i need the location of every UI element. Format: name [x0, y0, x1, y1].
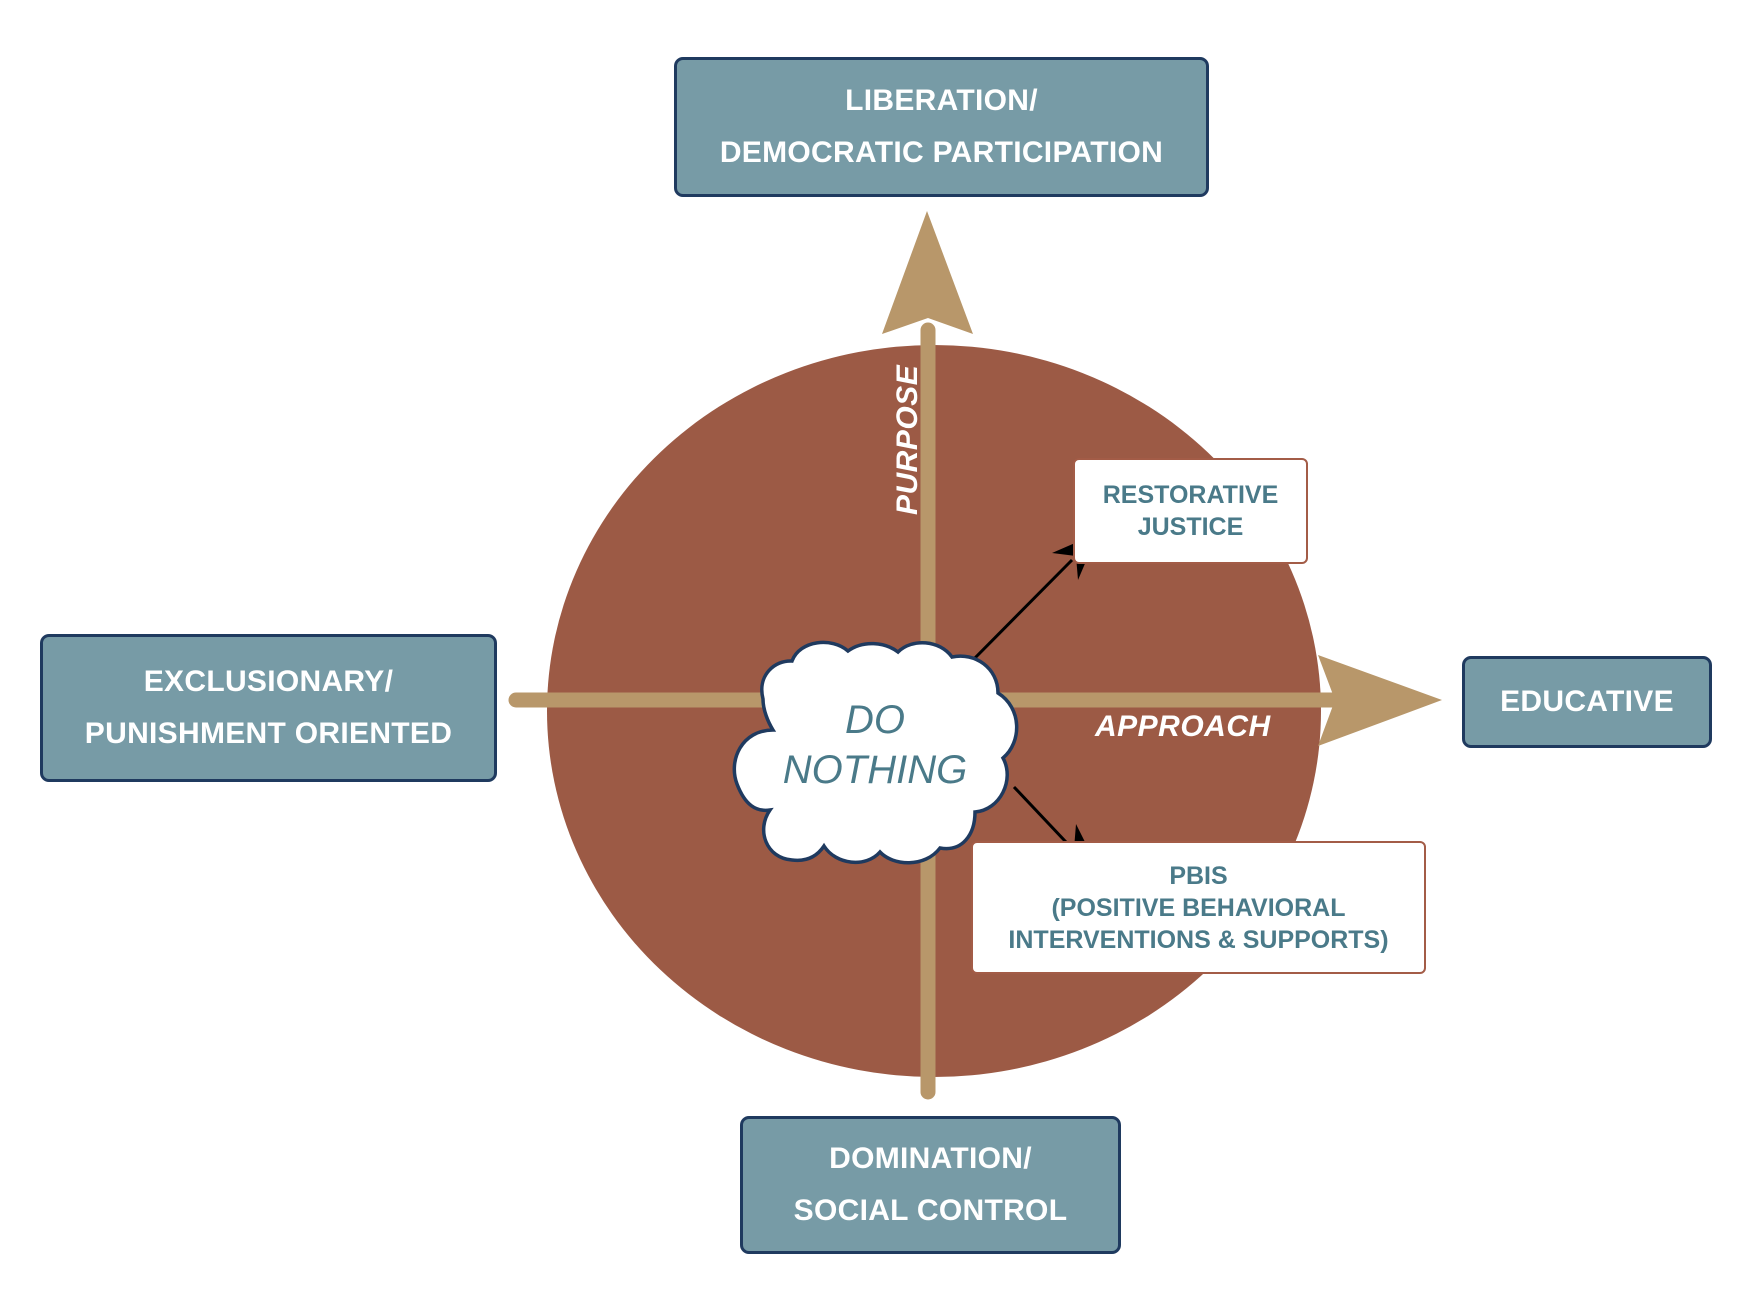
pole-right-line-1: EDUCATIVE	[1500, 685, 1674, 718]
do-nothing-cloud	[732, 640, 1019, 865]
do-nothing-line-2: NOTHING	[782, 748, 968, 792]
restorative-justice-box: RESTORATIVE JUSTICE	[1073, 458, 1308, 564]
pole-bottom-line-2: SOCIAL CONTROL	[793, 1194, 1068, 1227]
pole-left-line-1: EXCLUSIONARY/	[143, 665, 394, 698]
restorative-line-1: RESTORATIVE	[1102, 481, 1279, 509]
approach-axis-arrowhead	[1318, 655, 1442, 746]
pole-box-right: EDUCATIVE	[1462, 656, 1712, 748]
pole-box-top: LIBERATION/ DEMOCRATIC PARTICIPATION	[674, 57, 1209, 197]
pbis-line-3: INTERVENTIONS & SUPPORTS)	[1008, 925, 1389, 954]
pole-bottom-line-1: DOMINATION/	[829, 1142, 1032, 1175]
pole-box-bottom: DOMINATION/ SOCIAL CONTROL	[740, 1116, 1121, 1254]
do-nothing-label: DO NOTHING	[770, 695, 980, 795]
pole-top-line-2: DEMOCRATIC PARTICIPATION	[719, 136, 1164, 169]
pole-box-left: EXCLUSIONARY/ PUNISHMENT ORIENTED	[40, 634, 497, 782]
do-nothing-line-1: DO	[845, 698, 905, 742]
connector-to-restorative	[964, 558, 1074, 669]
approach-axis-label: APPROACH	[1095, 710, 1271, 743]
pbis-box: PBIS (POSITIVE BEHAVIORAL INTERVENTIONS …	[971, 841, 1426, 974]
pbis-line-1: PBIS	[1169, 861, 1228, 890]
purpose-axis-arrowhead	[882, 211, 973, 334]
restorative-line-2: JUSTICE	[1137, 513, 1244, 541]
purpose-axis-label: PURPOSE	[891, 364, 924, 515]
pbis-line-2: (POSITIVE BEHAVIORAL	[1051, 893, 1346, 922]
pole-top-line-1: LIBERATION/	[845, 84, 1038, 117]
pole-left-line-2: PUNISHMENT ORIENTED	[84, 717, 453, 750]
